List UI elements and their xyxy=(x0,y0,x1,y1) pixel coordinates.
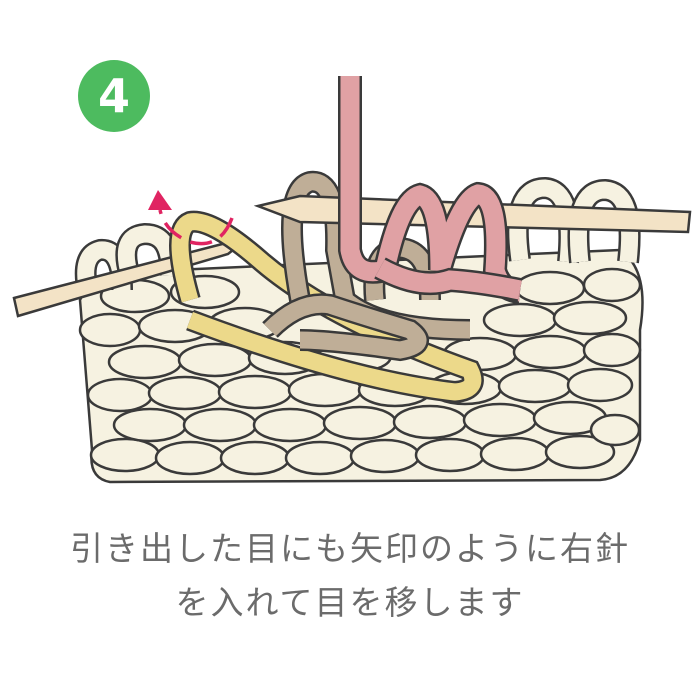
caption-line-2: を入れて目を移します xyxy=(175,583,525,622)
yellow-yarn xyxy=(169,210,484,404)
arrow-icon xyxy=(148,190,234,246)
knit-row-2 xyxy=(112,400,641,447)
step-number-badge: 4 xyxy=(78,60,150,132)
step-number: 4 xyxy=(97,69,130,123)
pink-yarn xyxy=(338,76,523,304)
instruction-caption: 引き出した目にも矢印のように右針 を入れて目を移します xyxy=(0,522,700,630)
caption-line-1: 引き出した目にも矢印のように右針 xyxy=(70,529,630,568)
knitting-illustration xyxy=(12,76,692,484)
knit-row-1 xyxy=(89,434,616,476)
